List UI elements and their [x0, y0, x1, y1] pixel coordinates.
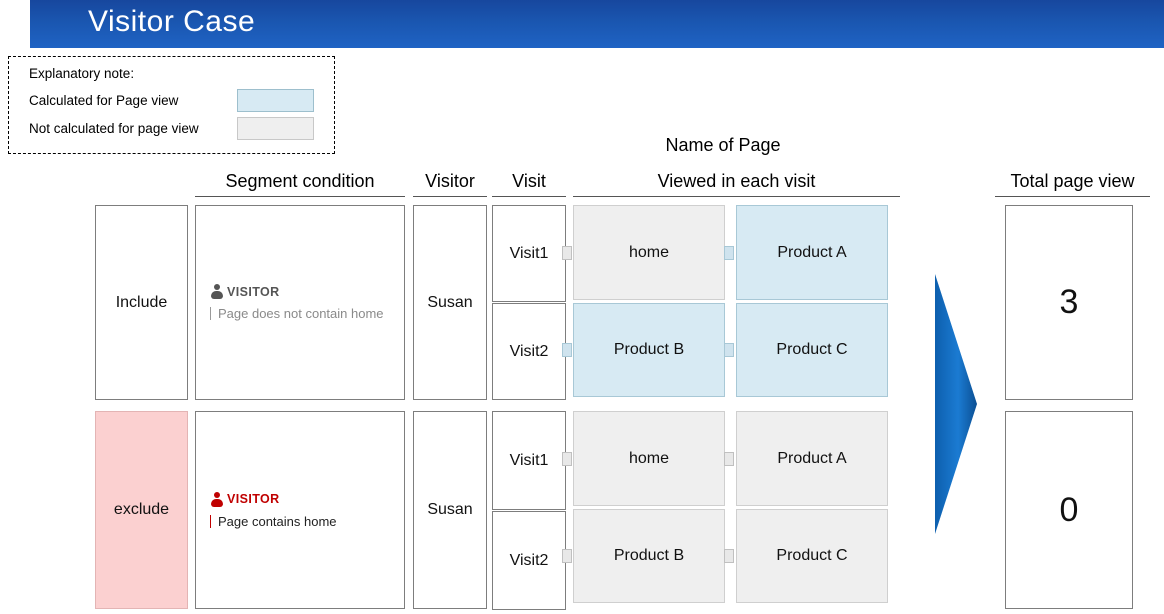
legend-box: Explanatory note: Calculated for Page vi… [8, 56, 335, 154]
connector-page1-page2-visit2-include [724, 343, 734, 357]
connector-visit1-page1-include [562, 246, 572, 260]
status-cell-exclude: exclude [95, 411, 188, 609]
legend-swatch-calculated [237, 89, 314, 112]
header-underline-viewed [573, 196, 900, 197]
connector-page1-page2-visit2-exclude [724, 549, 734, 563]
visitor-icon [210, 284, 223, 299]
segment-divider [210, 307, 211, 320]
flow-arrow-icon [935, 274, 977, 534]
total-page-view-include: 3 [1005, 205, 1133, 400]
visit-cell-2-include: Visit2 [492, 303, 566, 400]
header-name-of-page: Name of Page [665, 135, 781, 155]
page-cell-producta-visit1-include: Product A [736, 205, 888, 300]
page-cell-producta-visit1-exclude: Product A [736, 411, 888, 506]
segment-condition-text: Page does not contain home [218, 306, 384, 321]
header-visit: Visit [512, 171, 546, 191]
visit-cell-2-exclude: Visit2 [492, 511, 566, 610]
legend-swatch-not-calculated [237, 117, 314, 140]
connector-page1-page2-visit1-include [724, 246, 734, 260]
header-segment-condition: Segment condition [225, 171, 375, 191]
page-title: Visitor Case [88, 5, 256, 38]
header-underline-total [995, 196, 1150, 197]
page-cell-home-visit1-include: home [573, 205, 725, 300]
legend-label-not-calculated: Not calculated for page view [29, 121, 199, 136]
legend-label-calculated: Calculated for Page view [29, 93, 179, 108]
header-total-page-view: Total page view [1010, 171, 1135, 191]
connector-page1-page2-visit1-exclude [724, 452, 734, 466]
segment-condition-cell-include: VISITOR Page does not contain home [195, 205, 405, 400]
page-cell-home-visit1-exclude: home [573, 411, 725, 506]
visit-cell-1-exclude: Visit1 [492, 411, 566, 510]
page-cell-productc-visit2-exclude: Product C [736, 509, 888, 603]
total-page-view-exclude: 0 [1005, 411, 1133, 609]
status-cell-include: Include [95, 205, 188, 400]
connector-visit2-page1-exclude [562, 549, 572, 563]
legend-title: Explanatory note: [29, 66, 135, 81]
segment-tag: VISITOR [227, 284, 280, 299]
visitor-icon [210, 491, 223, 507]
header-underline-visit [492, 196, 566, 197]
segment-divider [210, 514, 211, 528]
page-cell-productb-visit2-include: Product B [573, 303, 725, 397]
header-viewed-in-each-visit: Viewed in each visit [657, 171, 816, 191]
connector-visit1-page1-exclude [562, 452, 572, 466]
segment-condition-cell-exclude: VISITOR Page contains home [195, 411, 405, 609]
visit-cell-1-include: Visit1 [492, 205, 566, 302]
connector-visit2-page1-include [562, 343, 572, 357]
page-cell-productc-visit2-include: Product C [736, 303, 888, 397]
visitor-cell-include: Susan [413, 205, 487, 400]
header-underline-segment [195, 196, 405, 197]
page-cell-productb-visit2-exclude: Product B [573, 509, 725, 603]
title-bar: Visitor Case [30, 0, 1164, 48]
header-visitor: Visitor [425, 171, 475, 191]
segment-tag: VISITOR [227, 492, 280, 506]
visitor-cell-exclude: Susan [413, 411, 487, 609]
segment-condition-text: Page contains home [218, 513, 337, 529]
header-underline-visitor [413, 196, 487, 197]
